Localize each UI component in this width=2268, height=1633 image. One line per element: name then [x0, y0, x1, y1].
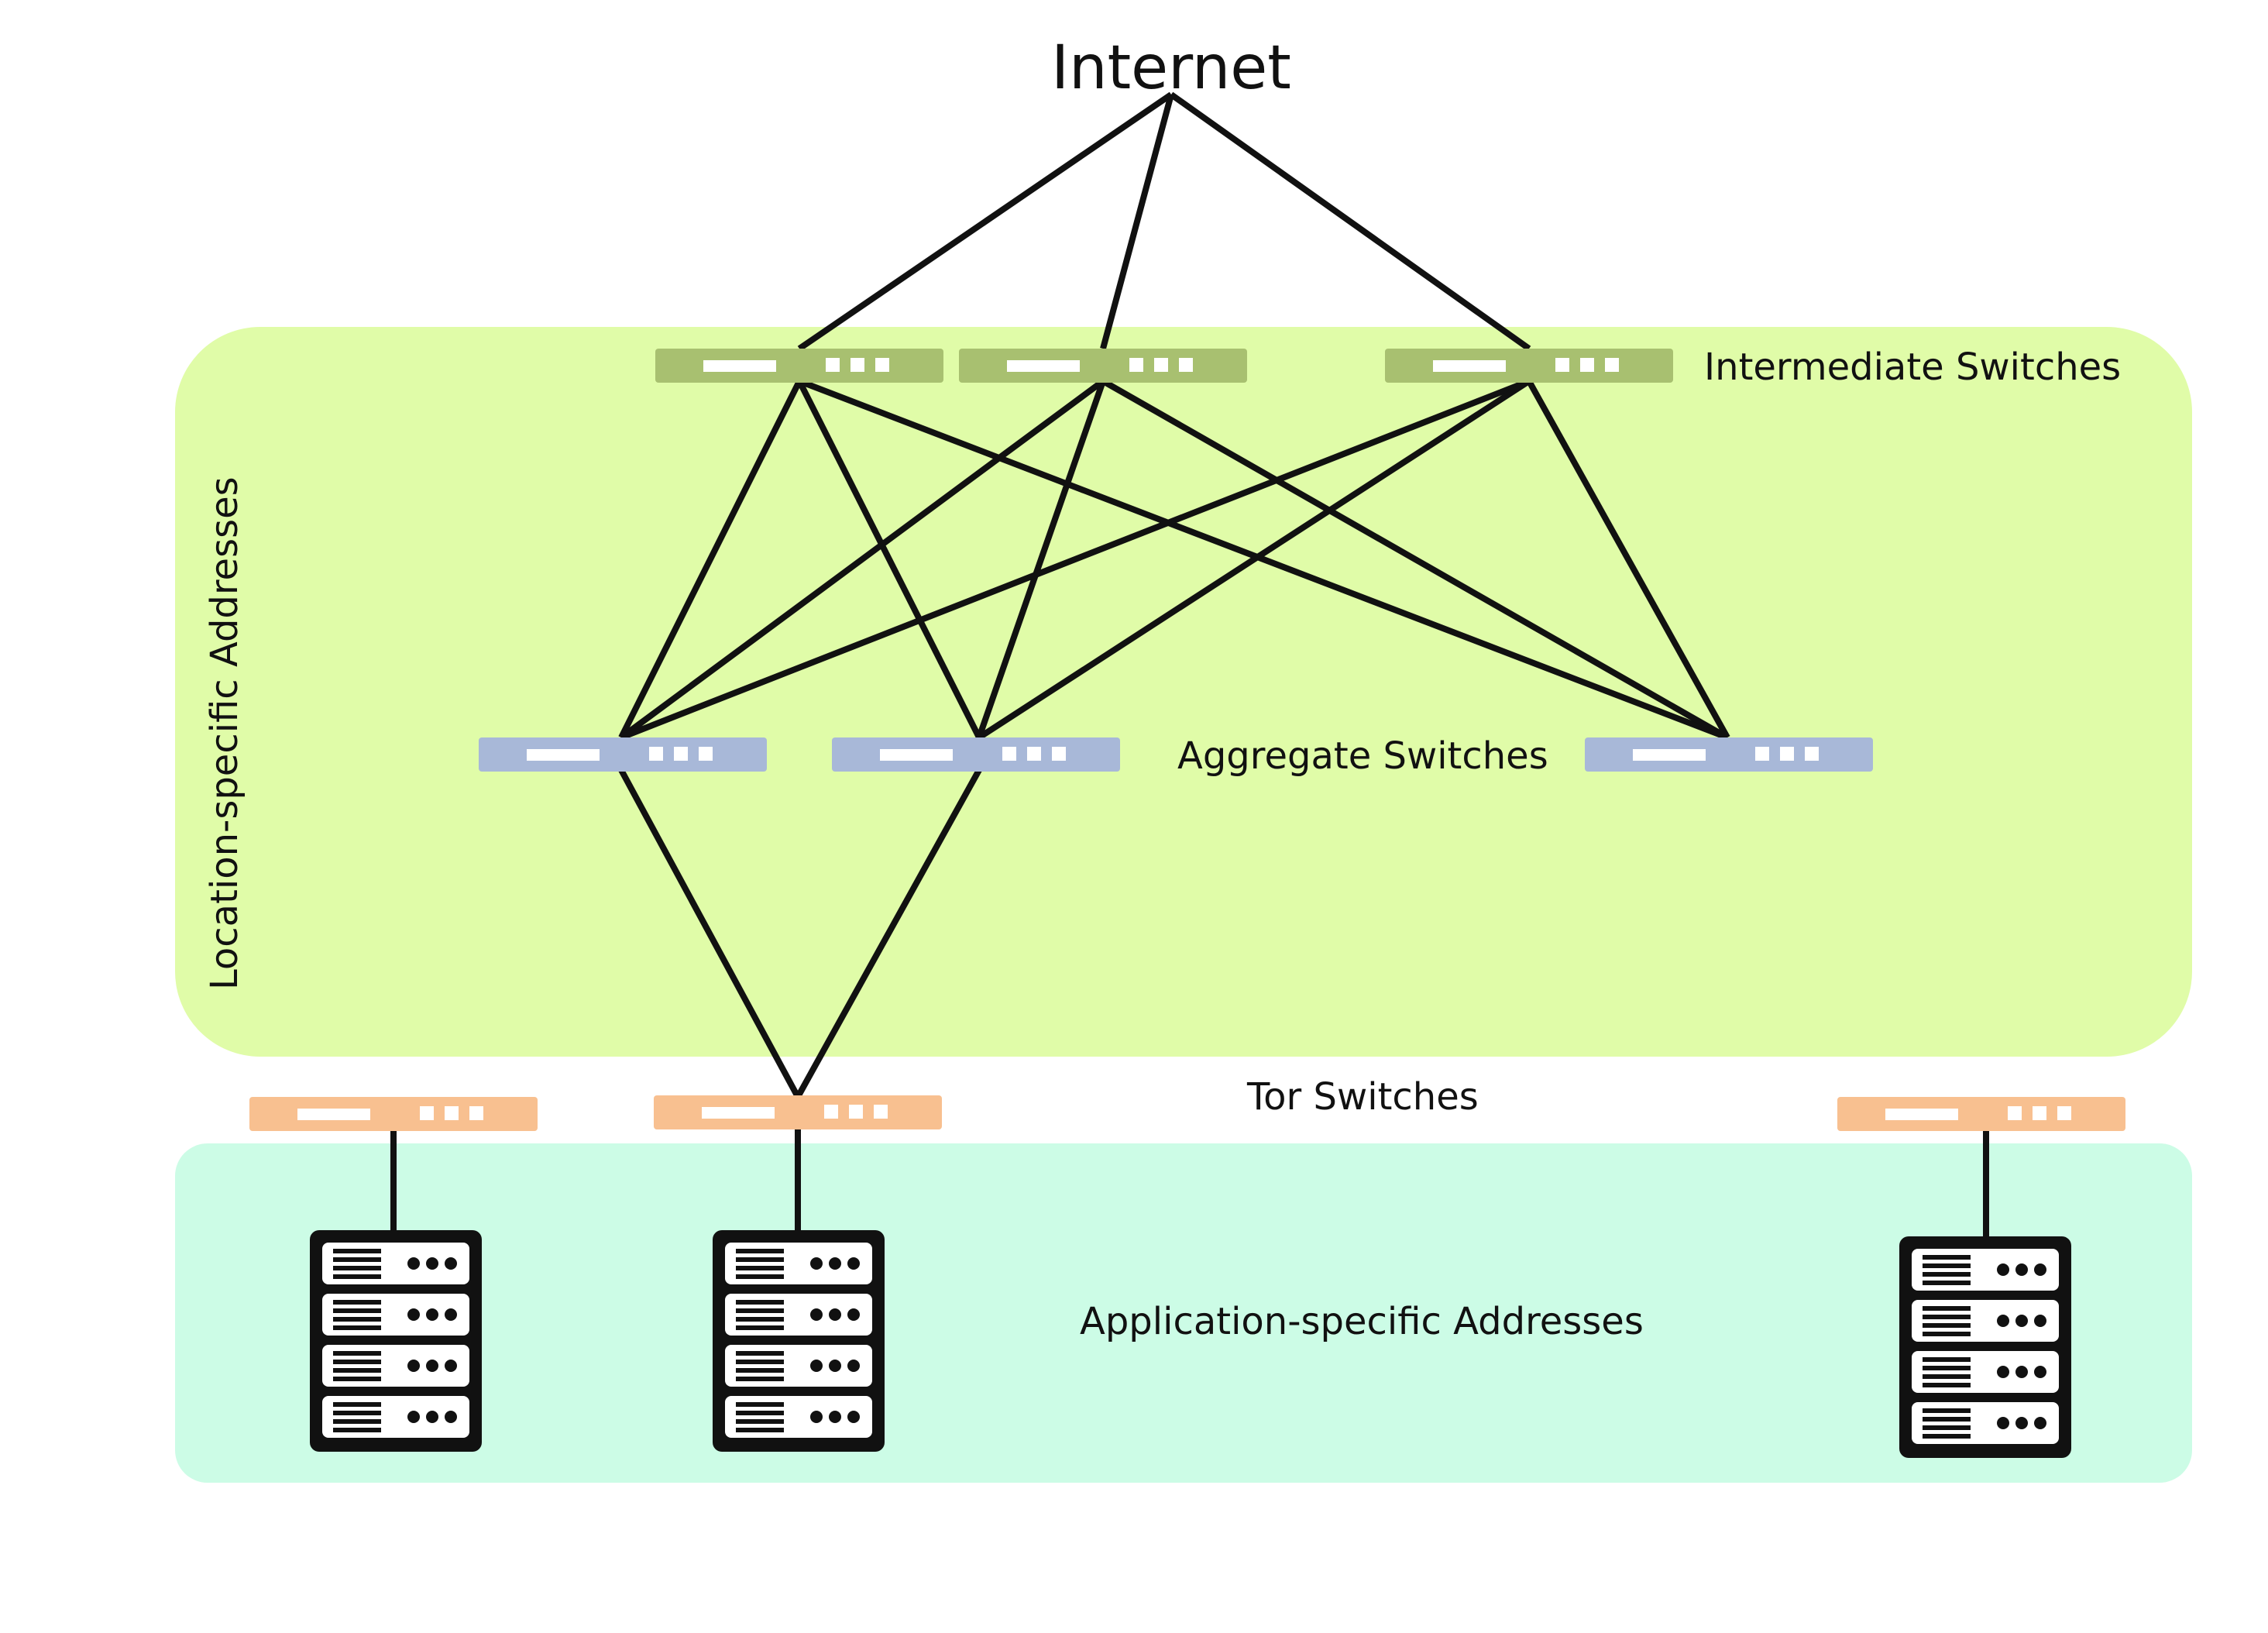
link-int2-agg3 — [1101, 378, 1729, 741]
network-switch-icon — [959, 349, 1247, 383]
intermediate-switches-label: Intermediate Switches — [1704, 346, 2121, 389]
link-int3-agg2 — [977, 378, 1531, 741]
link-int1-agg3 — [798, 378, 1729, 741]
intermediate-switch-3[interactable] — [1385, 349, 1673, 383]
location-specific-addresses-label: Location-specific Addresses — [203, 476, 246, 990]
network-switch-icon — [479, 737, 767, 772]
tor-switch-1[interactable] — [249, 1097, 538, 1131]
link-int3-agg3 — [1526, 380, 1730, 739]
server-rack-3[interactable] — [1899, 1236, 2071, 1458]
link-int3-agg1 — [620, 378, 1531, 741]
network-switch-icon — [249, 1097, 538, 1131]
link-agg1-tor2 — [618, 768, 801, 1098]
tor-switch-3[interactable] — [1837, 1097, 2125, 1131]
network-switch-icon — [654, 1095, 942, 1129]
network-switch-icon — [832, 737, 1120, 772]
application-specific-addresses-label: Application-specific Addresses — [1080, 1300, 1644, 1343]
link-int2-agg2 — [976, 380, 1106, 739]
link-internet-intermediate-3 — [1169, 91, 1531, 352]
server-rack-icon — [713, 1230, 885, 1452]
link-agg2-tor2 — [795, 768, 982, 1098]
aggregate-switches-label: Aggregate Switches — [1177, 734, 1548, 778]
server-rack-1[interactable] — [310, 1230, 482, 1452]
server-rack-2[interactable] — [713, 1230, 885, 1452]
location-specific-zone — [175, 327, 2192, 1057]
tor-switches-label: Tor Switches — [1246, 1075, 1479, 1119]
link-internet-intermediate-2 — [1100, 93, 1174, 350]
application-specific-zone — [175, 1143, 2192, 1483]
server-rack-icon — [310, 1230, 482, 1452]
link-int2-agg1 — [619, 378, 1105, 741]
network-links — [390, 91, 1989, 1236]
tor-switch-2[interactable] — [654, 1095, 942, 1129]
link-int1-agg1 — [618, 380, 802, 739]
network-switch-icon — [1585, 737, 1873, 772]
aggregate-switch-1[interactable] — [479, 737, 767, 772]
intermediate-switch-2[interactable] — [959, 349, 1247, 383]
network-switch-icon — [1385, 349, 1673, 383]
internet-label: Internet — [1051, 33, 1291, 103]
intermediate-switch-1[interactable] — [655, 349, 943, 383]
link-internet-intermediate-1 — [797, 91, 1174, 352]
network-switch-icon — [1837, 1097, 2125, 1131]
network-switch-icon — [655, 349, 943, 383]
link-int1-agg2 — [796, 380, 982, 739]
aggregate-switch-2[interactable] — [832, 737, 1120, 772]
server-rack-icon — [1899, 1236, 2071, 1458]
aggregate-switch-3[interactable] — [1585, 737, 1873, 772]
